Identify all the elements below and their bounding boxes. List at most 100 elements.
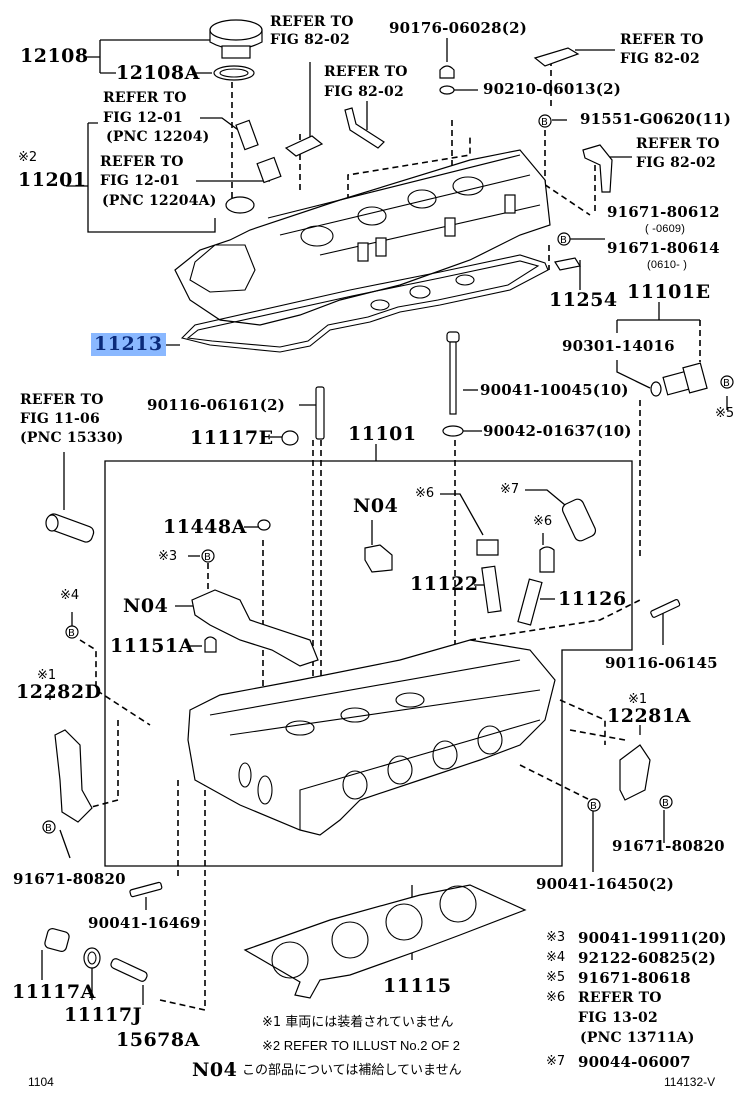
refer-fig[interactable]: FIG 82-02 [324,84,404,100]
plug-11117E [281,430,299,446]
part-n04[interactable]: N04 [353,495,399,517]
legend-item: (PNC 13711A) [546,1030,727,1054]
head-gasket-11115 [243,884,527,999]
legend-mark [546,1030,580,1054]
note-mark-5: ※5 [715,406,735,421]
refer-pnc[interactable]: (PNC 12204) [106,129,210,145]
svg-text:B: B [204,552,211,563]
part-12108[interactable]: 12108 [20,45,89,67]
part-15678A[interactable]: 15678A [116,1029,200,1051]
part-11101[interactable]: 11101 [348,423,417,445]
page-code-right: 114132-V [664,1075,716,1089]
refer-fig[interactable]: FIG 12-01 [103,110,183,126]
part-11117J[interactable]: 11117J [64,1004,143,1026]
refer-fig[interactable]: FIG 12-01 [100,173,180,189]
part-90041-16450[interactable]: 90041-16450(2) [536,875,675,893]
part-90042-01637[interactable]: 90042-01637(10) [483,422,632,440]
small-parts [204,498,681,653]
date-range-80614: (0610- ) [647,259,688,271]
part-11117A[interactable]: 11117A [12,981,96,1003]
part-91671-80612[interactable]: 91671-80612 [607,203,720,221]
refer-label[interactable]: REFER TO [270,14,354,30]
svg-text:B: B [560,235,567,246]
bracket-11201 [66,122,216,233]
refer-label[interactable]: REFER TO [324,64,408,80]
legend-part[interactable]: 90041-19911(20) [578,929,727,947]
legend-item: ※3 90041-19911(20) [546,930,727,950]
part-11115[interactable]: 11115 [383,975,452,997]
refer-fig[interactable]: FIG 11-06 [20,411,100,427]
refer-label[interactable]: REFER TO [20,392,104,408]
legend-refer[interactable]: (PNC 13711A) [580,1030,695,1046]
refer-label[interactable]: REFER TO [620,32,704,48]
legend-refer[interactable]: FIG 13-02 [578,1010,658,1026]
refer-pnc[interactable]: (PNC 15330) [20,430,124,446]
note-mark-2: ※2 [18,150,38,165]
bolt-90041-10045 [442,331,464,437]
part-91671-80820[interactable]: 91671-80820 [612,837,725,855]
part-90176-06028[interactable]: 90176-06028(2) [389,19,528,37]
refer-label[interactable]: REFER TO [100,154,184,170]
part-91671-80614[interactable]: 91671-80614 [607,239,720,257]
footnote-n04-label: N04 [192,1059,238,1081]
part-90041-10045[interactable]: 90041-10045(10) [480,381,629,399]
legend-item: ※5 91671-80618 [546,970,727,990]
legend-part[interactable]: 90044-06007 [578,1053,691,1071]
legend-item: ※4 92122-60825(2) [546,950,727,970]
part-12108A[interactable]: 12108A [116,62,200,84]
pcv-valves [235,119,282,184]
svg-text:B: B [723,378,730,389]
legend-mark: ※5 [546,970,566,985]
legend: ※3 90041-19911(20) ※4 92122-60825(2) ※5 … [546,930,727,1074]
note-mark-7: ※7 [500,482,520,497]
part-11117E[interactable]: 11117E [190,427,274,449]
part-90116-06161[interactable]: 90116-06161(2) [147,396,286,414]
engine-hanger-left [54,729,93,823]
nut-and-washer [439,65,455,95]
legend-mark: ※4 [546,950,566,965]
legend-part[interactable]: 92122-60825(2) [578,949,717,967]
pipe-15678A [110,958,148,982]
part-91551-G0620[interactable]: 91551-G0620(11) [580,110,732,128]
page-code-left: 1104 [28,1075,54,1089]
part-12281A[interactable]: 12281A [607,705,691,727]
refer-fig[interactable]: FIG 82-02 [270,32,350,48]
dashed-lines [79,60,641,1011]
part-11254[interactable]: 11254 [549,289,618,311]
part-11126[interactable]: 11126 [558,588,627,610]
part-11151A[interactable]: 11151A [110,635,194,657]
legend-item: ※7 90044-06007 [546,1054,727,1074]
footnote-1: ※1 車両には装着されていません [262,1015,454,1030]
part-12282D[interactable]: 12282D [16,681,102,703]
part-91671-80820[interactable]: 91671-80820 [13,870,126,888]
svg-text:B: B [590,801,597,812]
part-90041-16469[interactable]: 90041-16469 [88,914,201,932]
refer-label[interactable]: REFER TO [103,90,187,106]
head-cover-gasket-11213 [180,254,549,353]
refer-fig[interactable]: FIG 82-02 [636,155,716,171]
cylinder-head [187,639,556,836]
stud-90041-16469 [129,881,163,898]
part-90301-14016[interactable]: 90301-14016 [562,337,675,355]
refer-fig[interactable]: FIG 82-02 [620,51,700,67]
oil-filler-cap [209,19,263,81]
part-11201[interactable]: 11201 [18,169,87,191]
legend-refer[interactable]: REFER TO [578,990,662,1006]
date-range-80612: ( -0609) [645,223,686,235]
refer-label[interactable]: REFER TO [636,136,720,152]
refer-pnc[interactable]: (PNC 12204A) [102,193,217,209]
note-mark-3: ※3 [158,549,178,564]
part-11448A[interactable]: 11448A [163,516,247,538]
leader-lines [41,38,728,1005]
part-n04[interactable]: N04 [123,595,169,617]
part-90210-06013[interactable]: 90210-06013(2) [483,80,622,98]
part-90116-06145[interactable]: 90116-06145 [605,654,718,672]
part-11122[interactable]: 11122 [410,573,479,595]
legend-mark: ※6 [546,990,566,1005]
oil-control-valve [45,513,95,543]
legend-part[interactable]: 91671-80618 [578,969,691,987]
part-11213-highlighted[interactable]: 11213 [91,333,166,356]
part-11101E[interactable]: 11101E [627,281,711,303]
note-mark-1: ※1 [37,668,57,683]
